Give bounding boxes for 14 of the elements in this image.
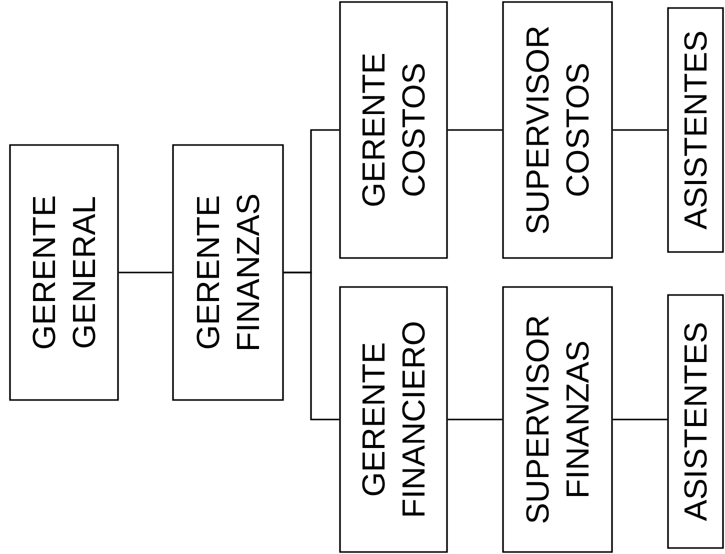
org-box: SUPERVISOR FINANZAS bbox=[502, 286, 613, 553]
connector-line bbox=[284, 272, 340, 420]
org-box: GERENTE GENERAL bbox=[9, 144, 119, 401]
org-box: GERENTE FINANZAS bbox=[172, 144, 284, 401]
connector-line bbox=[612, 129, 668, 131]
connector-line bbox=[448, 418, 502, 420]
org-box: GERENTE COSTOS bbox=[339, 1, 448, 259]
connector-line bbox=[118, 272, 172, 274]
org-box: GERENTE FINANCIERO bbox=[339, 286, 448, 553]
org-box: ASISTENTES bbox=[667, 7, 724, 253]
connector-line bbox=[612, 418, 668, 420]
org-box: SUPERVISOR COSTOS bbox=[502, 1, 613, 259]
org-box: ASISTENTES bbox=[667, 294, 724, 549]
connector-line bbox=[448, 129, 502, 131]
